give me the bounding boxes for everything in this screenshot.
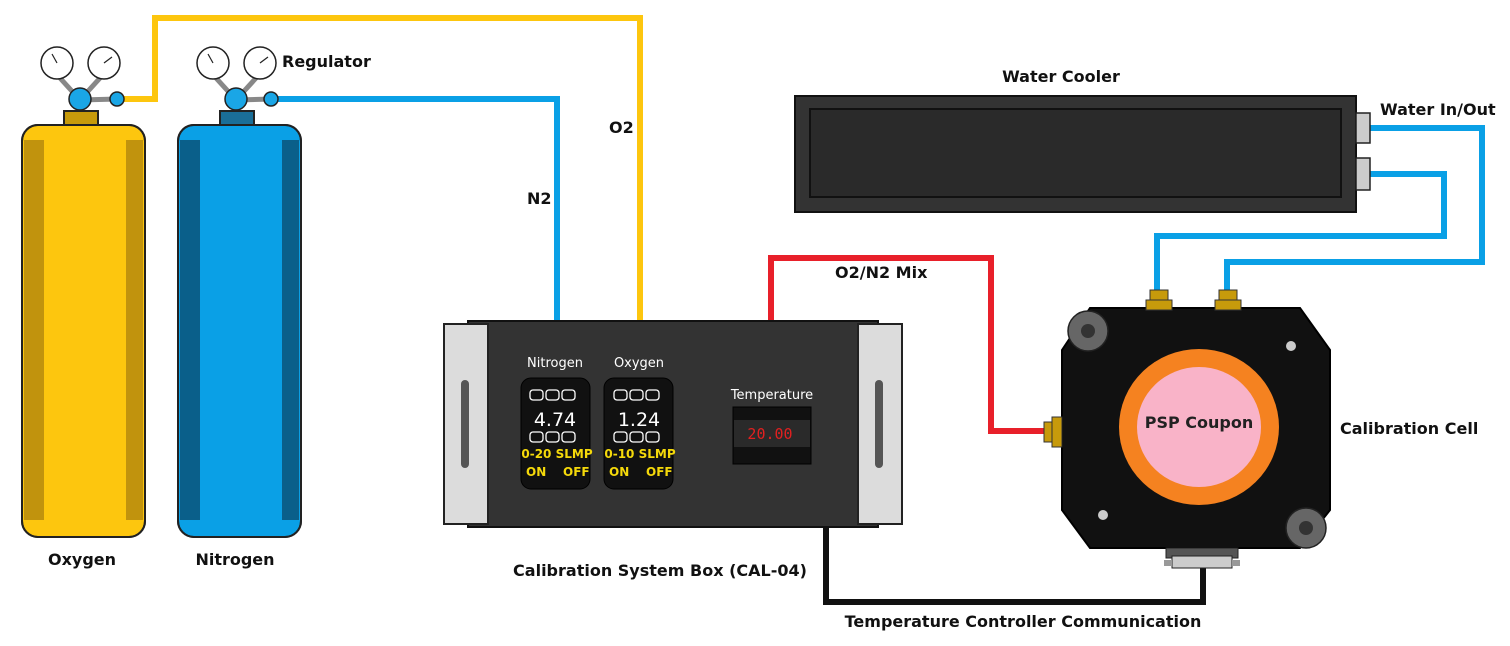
calibration-cell-label: Calibration Cell xyxy=(1340,419,1478,438)
oxygen-range: 0-10 SLMP xyxy=(604,447,675,461)
oxygen-tank-label: Oxygen xyxy=(48,550,116,569)
o2-line-label: O2 xyxy=(609,118,634,137)
water-line-out xyxy=(1154,171,1447,290)
nitrogen-panel-title: Nitrogen xyxy=(527,356,583,371)
oxygen-tank xyxy=(21,110,146,538)
regulator-label: Regulator xyxy=(282,52,371,71)
nitrogen-tank-label: Nitrogen xyxy=(195,550,274,569)
nitrogen-flow-value: 4.74 xyxy=(534,409,576,431)
water-cooler xyxy=(794,95,1371,213)
oxygen-on-label[interactable]: ON xyxy=(609,465,629,479)
temperature-display xyxy=(732,406,812,465)
nitrogen-tank xyxy=(177,110,302,538)
oxygen-flow-value: 1.24 xyxy=(618,409,660,431)
temperature-title: Temperature xyxy=(730,388,813,403)
nitrogen-on-label[interactable]: ON xyxy=(526,465,546,479)
calibration-cell xyxy=(1043,289,1331,569)
o2-line xyxy=(118,15,643,323)
system-box-label: Calibration System Box (CAL-04) xyxy=(513,561,807,580)
water-line-in xyxy=(1224,125,1485,290)
temperature-value: 20.00 xyxy=(747,425,792,443)
nitrogen-range: 0-20 SLMP xyxy=(521,447,592,461)
nitrogen-flow-controller xyxy=(520,377,591,490)
nitrogen-regulator xyxy=(196,46,279,111)
oxygen-off-label[interactable]: OFF xyxy=(646,465,673,479)
temp-comm-label: Temperature Controller Communication xyxy=(845,612,1202,631)
water-in-out-label: Water In/Out xyxy=(1380,100,1496,119)
n2-line-label: N2 xyxy=(527,189,552,208)
mix-line xyxy=(768,255,1048,434)
oxygen-panel-title: Oxygen xyxy=(614,356,664,371)
mix-line-label: O2/N2 Mix xyxy=(835,263,928,282)
n2-line xyxy=(272,96,560,323)
oxygen-regulator xyxy=(40,46,125,111)
water-cooler-label: Water Cooler xyxy=(1002,67,1120,86)
psp-coupon-label: PSP Coupon xyxy=(1145,413,1254,432)
oxygen-flow-controller xyxy=(603,377,674,490)
nitrogen-off-label[interactable]: OFF xyxy=(563,465,590,479)
comm-line xyxy=(823,526,1206,605)
